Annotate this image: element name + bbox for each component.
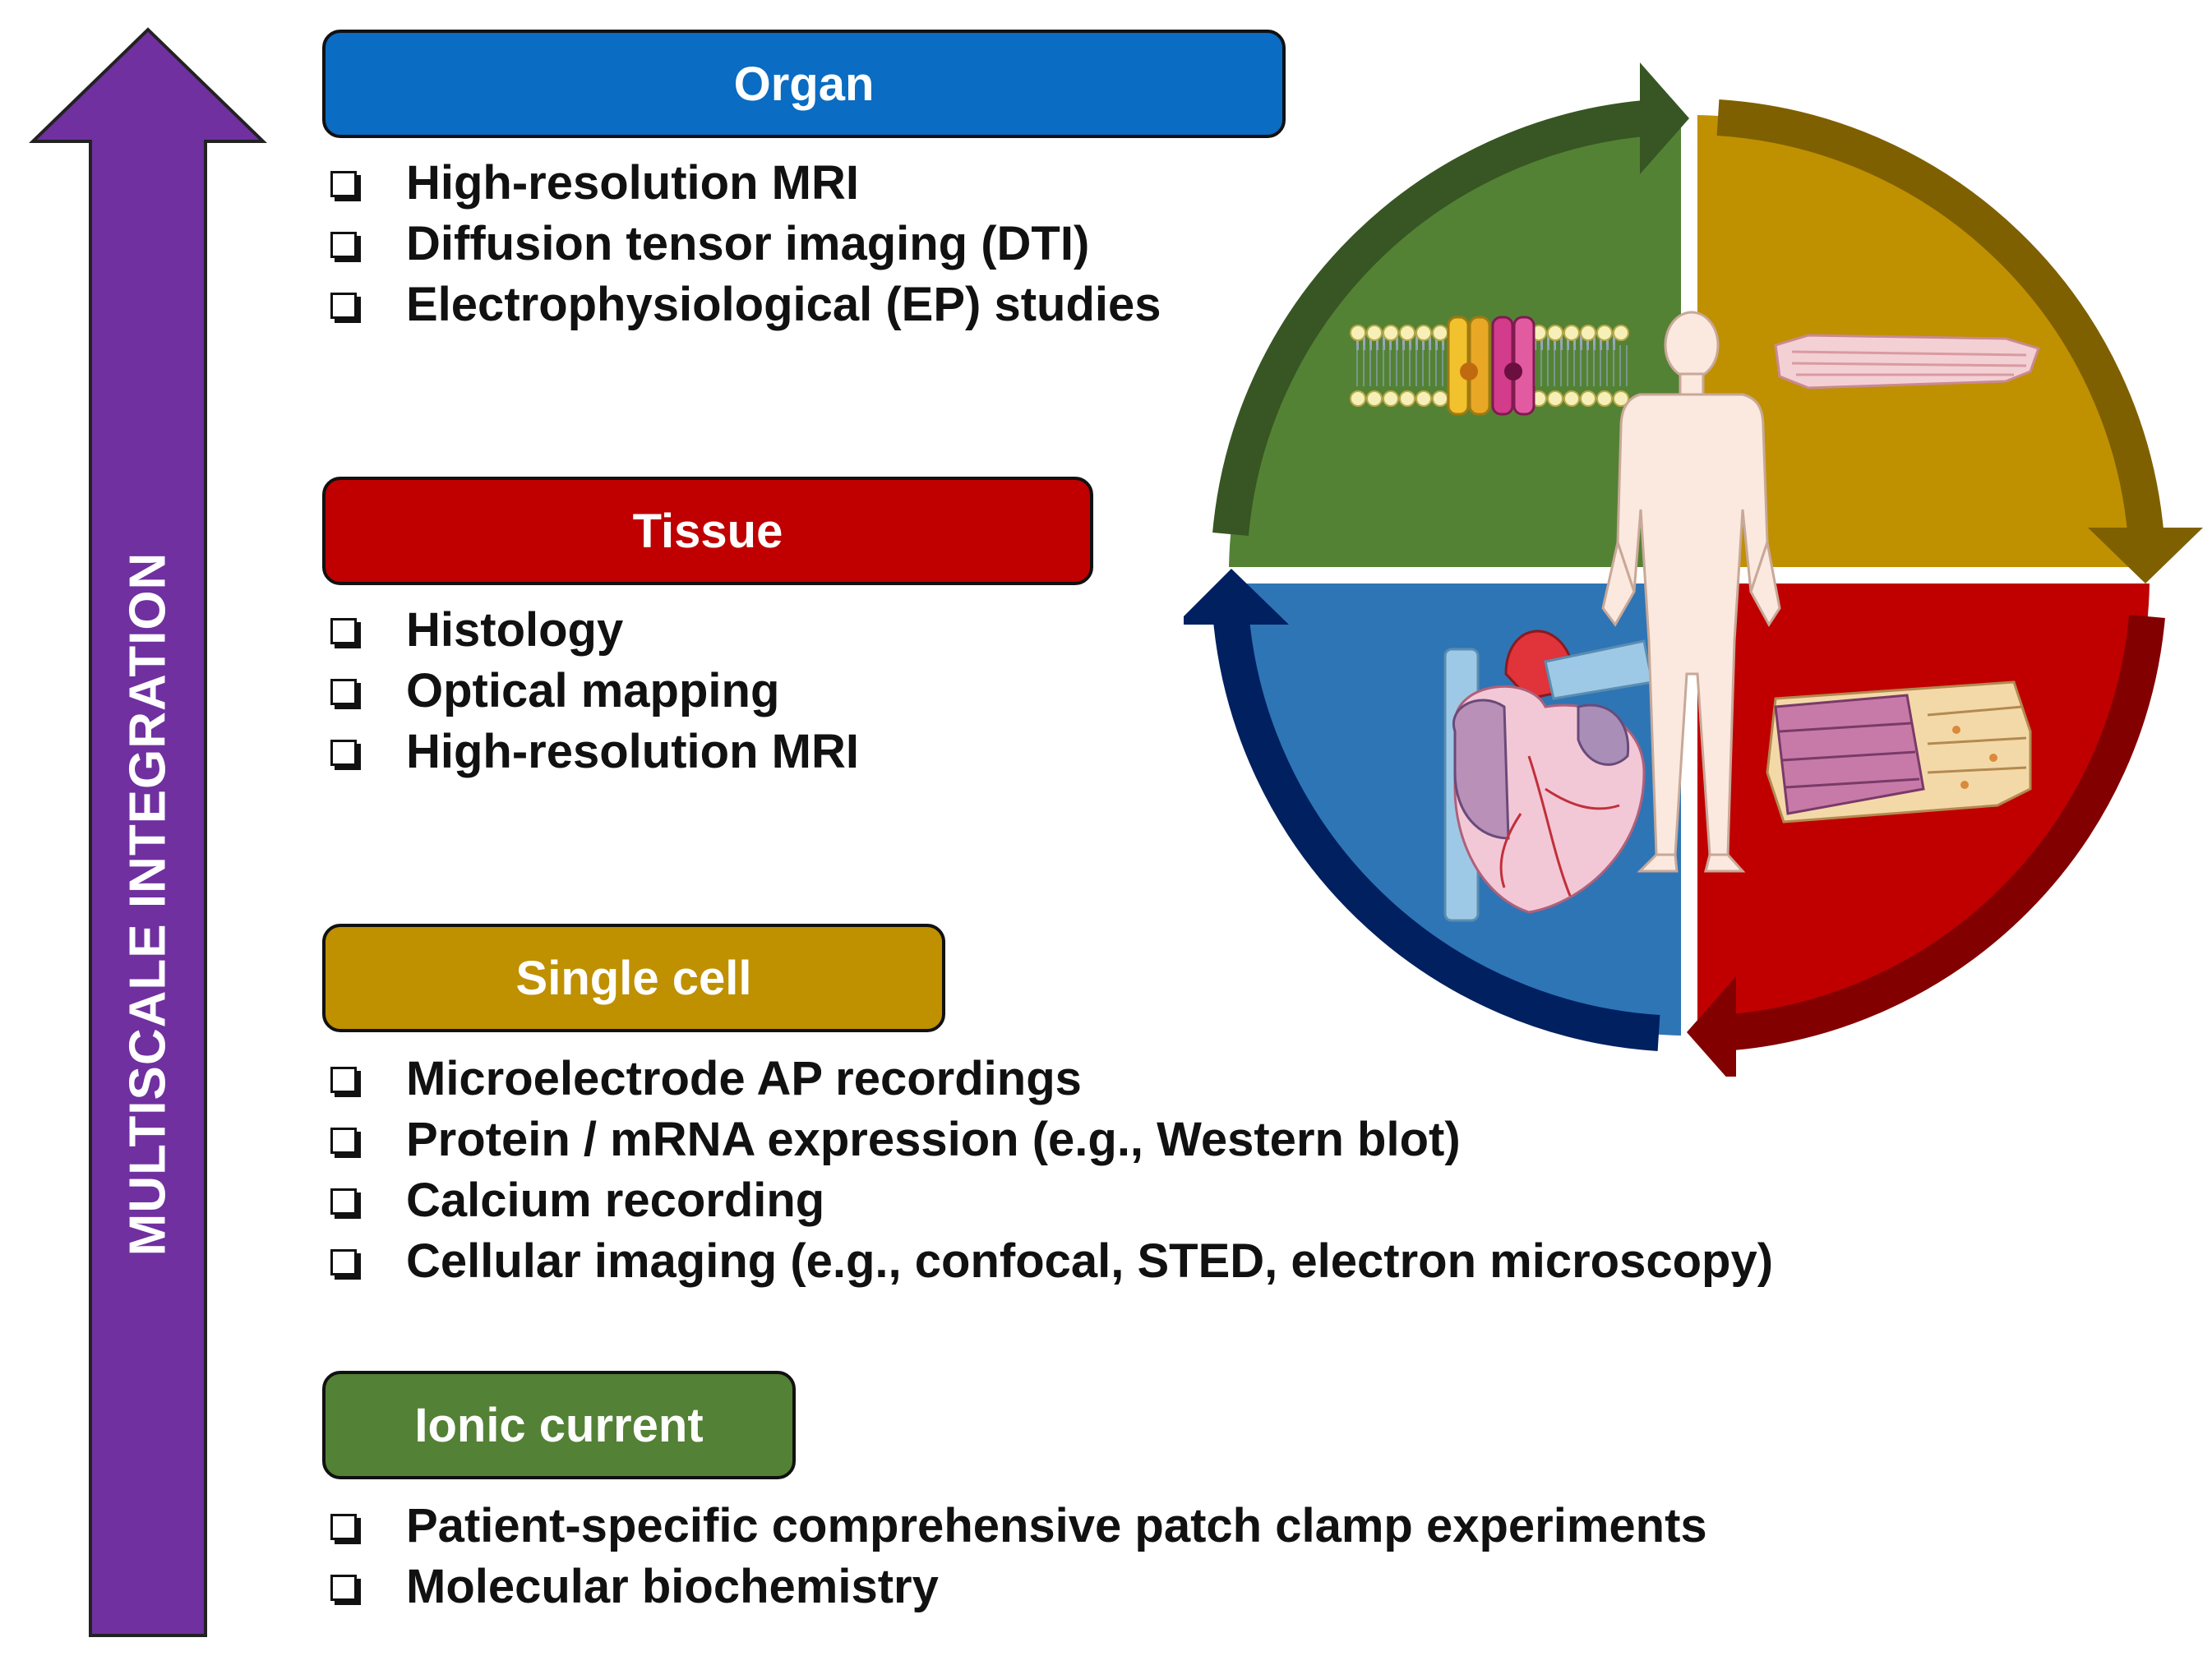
method-item: Calcium recording (327, 1170, 1773, 1231)
cycle-arrow-top-right (1716, 99, 2203, 584)
checkbox-icon (330, 1575, 357, 1601)
method-text: Electrophysiological (EP) studies (406, 278, 1161, 331)
human-body-icon (1601, 311, 1781, 873)
method-list-organ: High-resolution MRI Diffusion tensor ima… (327, 153, 1161, 335)
method-item: High-resolution MRI (327, 722, 859, 782)
method-item: Molecular biochemistry (327, 1557, 1707, 1617)
checkbox-icon (330, 740, 357, 766)
method-item: High-resolution MRI (327, 153, 1161, 214)
checkbox-icon (330, 1128, 357, 1154)
level-box-ionic-current: Ionic current (322, 1371, 796, 1479)
checkbox-icon (330, 1514, 357, 1540)
cycle-arrow-bottom-right (1687, 615, 2165, 1077)
level-title-ionic-current: Ionic current (414, 1398, 704, 1452)
method-list-single-cell: Microelectrode AP recordings Protein / m… (327, 1049, 1773, 1292)
checkbox-icon (330, 618, 357, 644)
method-item: Microelectrode AP recordings (327, 1049, 1773, 1109)
method-text: Diffusion tensor imaging (DTI) (406, 217, 1090, 270)
method-item: Histology (327, 600, 859, 661)
cardiomyocyte-cell-icon (1774, 334, 2040, 390)
multiscale-cycle-diagram (1184, 62, 2203, 1077)
cycle-arrow-top-left (1212, 62, 1689, 536)
checkbox-icon (330, 1188, 357, 1215)
method-text: Microelectrode AP recordings (406, 1052, 1082, 1105)
checkbox-icon (330, 232, 357, 258)
heart-organ-icon (1443, 630, 1654, 922)
checkbox-icon (330, 1067, 357, 1093)
checkbox-icon (330, 171, 357, 197)
cycle-arrow-bottom-left (1184, 569, 1660, 1051)
multiscale-arrow-label: MULTISCALE INTEGRATION (119, 551, 177, 1257)
method-text: Calcium recording (406, 1174, 825, 1227)
method-text: High-resolution MRI (406, 156, 859, 210)
method-text: Molecular biochemistry (406, 1560, 939, 1613)
method-item: Diffusion tensor imaging (DTI) (327, 214, 1161, 274)
level-box-tissue: Tissue (322, 477, 1093, 585)
multiscale-arrow-shape (29, 27, 267, 1637)
level-box-single-cell: Single cell (322, 924, 945, 1032)
level-box-organ: Organ (322, 30, 1286, 138)
method-item: Optical mapping (327, 661, 859, 722)
level-title-organ: Organ (733, 57, 875, 111)
method-item: Electrophysiological (EP) studies (327, 274, 1161, 335)
ion-channel-membrane-icon (1350, 316, 1629, 416)
checkbox-icon (330, 293, 357, 319)
level-title-single-cell: Single cell (515, 951, 752, 1005)
method-text: Cellular imaging (e.g., confocal, STED, … (406, 1234, 1774, 1288)
multiscale-arrow (29, 27, 267, 1637)
method-text: Histology (406, 603, 624, 657)
method-item: Protein / mRNA expression (e.g., Western… (327, 1109, 1773, 1170)
checkbox-icon (330, 1249, 357, 1275)
method-list-tissue: Histology Optical mapping High-resolutio… (327, 600, 859, 782)
method-item: Cellular imaging (e.g., confocal, STED, … (327, 1231, 1773, 1292)
method-list-ionic-current: Patient-specific comprehensive patch cla… (327, 1496, 1707, 1617)
level-title-tissue: Tissue (632, 504, 783, 558)
method-item: Patient-specific comprehensive patch cla… (327, 1496, 1707, 1557)
method-text: Patient-specific comprehensive patch cla… (406, 1499, 1707, 1552)
checkbox-icon (330, 679, 357, 705)
method-text: High-resolution MRI (406, 725, 859, 778)
method-text: Protein / mRNA expression (e.g., Western… (406, 1113, 1461, 1166)
method-text: Optical mapping (406, 664, 780, 717)
cardiac-tissue-icon (1766, 680, 2032, 823)
